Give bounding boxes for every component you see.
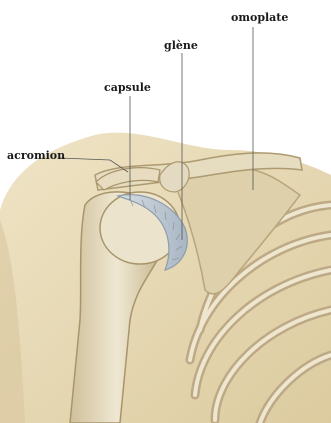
label-omoplate: omoplate bbox=[231, 12, 288, 23]
label-acromion: acromion bbox=[7, 150, 65, 161]
label-capsule: capsule bbox=[104, 82, 151, 93]
label-glene: glène bbox=[164, 40, 198, 51]
